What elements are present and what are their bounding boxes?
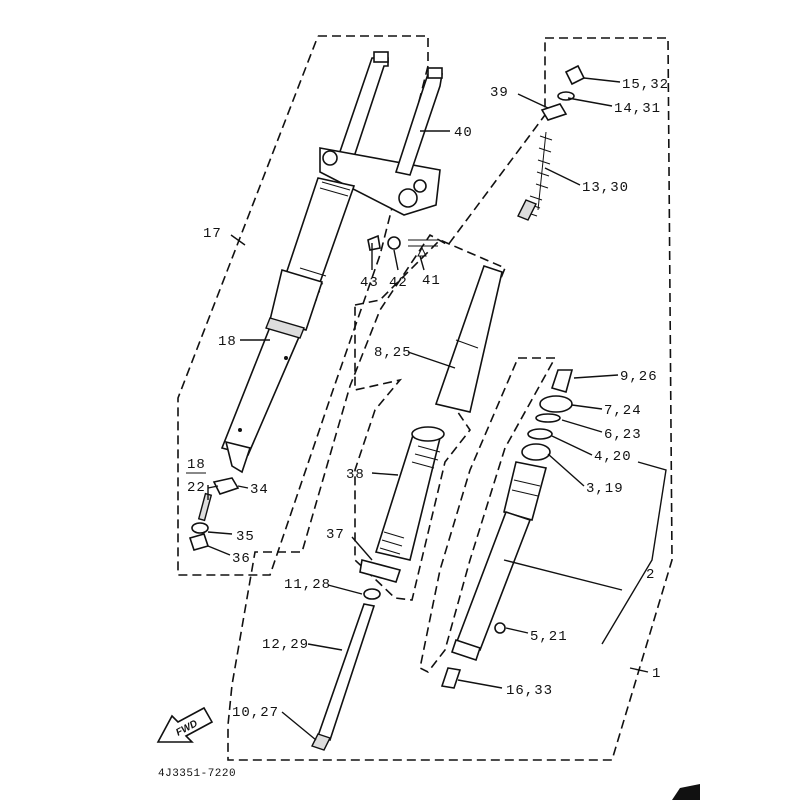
callout-38: 38 — [346, 467, 365, 483]
callout-12-29: 12,29 — [262, 637, 309, 653]
callout-5-21: 5,21 — [530, 629, 568, 645]
top-spring-parts — [517, 64, 586, 221]
right-top-parts — [521, 369, 574, 461]
center-small-parts — [367, 234, 438, 257]
callout-labels: 17 18 18 22 34 35 36 40 43 42 41 39 15,3… — [186, 77, 669, 721]
corner-mark — [672, 784, 700, 800]
right-outer-tube — [440, 461, 547, 689]
callout-3-19: 3,19 — [586, 481, 624, 497]
group-2-outline — [419, 357, 557, 674]
callout-13-30: 13,30 — [582, 180, 629, 196]
callout-7-24: 7,24 — [604, 403, 642, 419]
callout-14-31: 14,31 — [614, 101, 661, 117]
callout-41: 41 — [422, 273, 441, 289]
callout-36: 36 — [232, 551, 251, 567]
diagram-code: 4J3351-7220 — [158, 768, 236, 780]
group-17-outline — [177, 35, 429, 576]
callout-40: 40 — [454, 125, 473, 141]
callout-4-20: 4,20 — [594, 449, 632, 465]
callout-37: 37 — [326, 527, 345, 543]
callout-42: 42 — [389, 275, 408, 291]
callout-6-23: 6,23 — [604, 427, 642, 443]
callout-15-32: 15,32 — [622, 77, 669, 93]
callout-43: 43 — [360, 275, 379, 291]
inner-tube-8-25 — [434, 264, 503, 413]
group-inner-outline — [354, 239, 507, 601]
callout-9-26: 9,26 — [620, 369, 658, 385]
callout-8-25: 8,25 — [374, 345, 412, 361]
fwd-arrow-icon: FWD — [156, 706, 214, 743]
callout-17: 17 — [203, 226, 222, 242]
callout-34: 34 — [250, 482, 269, 498]
leader-lines — [207, 77, 667, 741]
callout-35: 35 — [236, 529, 255, 545]
callout-1: 1 — [652, 666, 661, 682]
callout-10-27: 10,27 — [232, 705, 279, 721]
callout-11-28: 11,28 — [284, 577, 331, 593]
callout-39: 39 — [490, 85, 509, 101]
boot-38 — [359, 426, 445, 583]
callout-18-b: 18 — [187, 457, 206, 473]
callout-22: 22 — [187, 480, 206, 496]
left-small-parts — [188, 477, 240, 551]
callout-16-33: 16,33 — [506, 683, 553, 699]
callout-2: 2 — [646, 567, 655, 583]
callout-18: 18 — [218, 334, 237, 350]
left-fork-assembly — [220, 51, 443, 474]
damper-rod — [311, 588, 381, 751]
